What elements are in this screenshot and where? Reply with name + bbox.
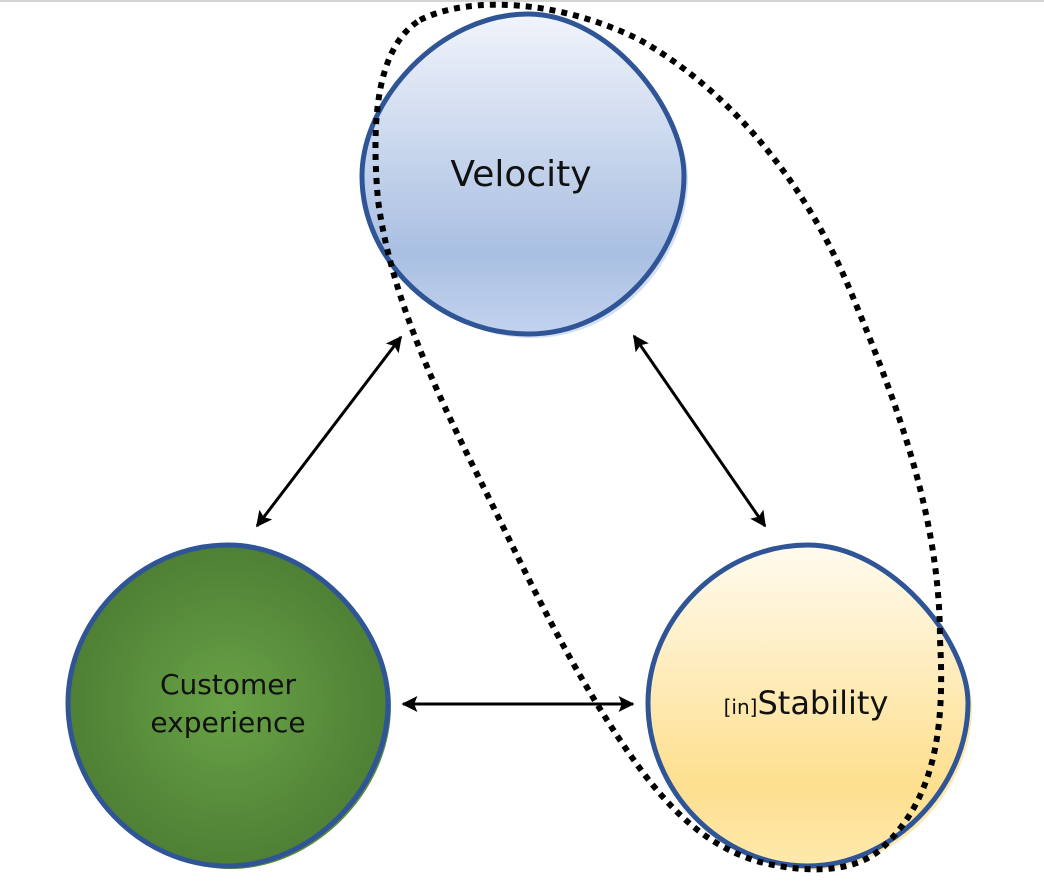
arrow-velocity-instability — [632, 334, 767, 528]
node-instability-circle — [645, 542, 971, 869]
node-instability-main: Stability — [757, 684, 888, 722]
top-border — [0, 0, 1044, 2]
node-velocity-circle — [359, 11, 687, 337]
grouping-dotted-outline — [372, 1, 945, 873]
node-customer-experience-circle — [65, 542, 391, 869]
arrow-velocity-customer-experience — [255, 335, 403, 528]
node-velocity: Velocity — [359, 11, 688, 338]
node-instability-label: [in]Stability — [724, 684, 889, 722]
node-customer-experience-label-line2: experience — [150, 706, 305, 739]
node-customer-experience: Customer experience — [65, 542, 391, 869]
node-instability: [in]Stability — [645, 542, 972, 870]
node-customer-experience-label-line1: Customer — [160, 668, 296, 701]
node-instability-prefix: [in] — [724, 695, 758, 719]
node-velocity-label: Velocity — [450, 154, 591, 195]
